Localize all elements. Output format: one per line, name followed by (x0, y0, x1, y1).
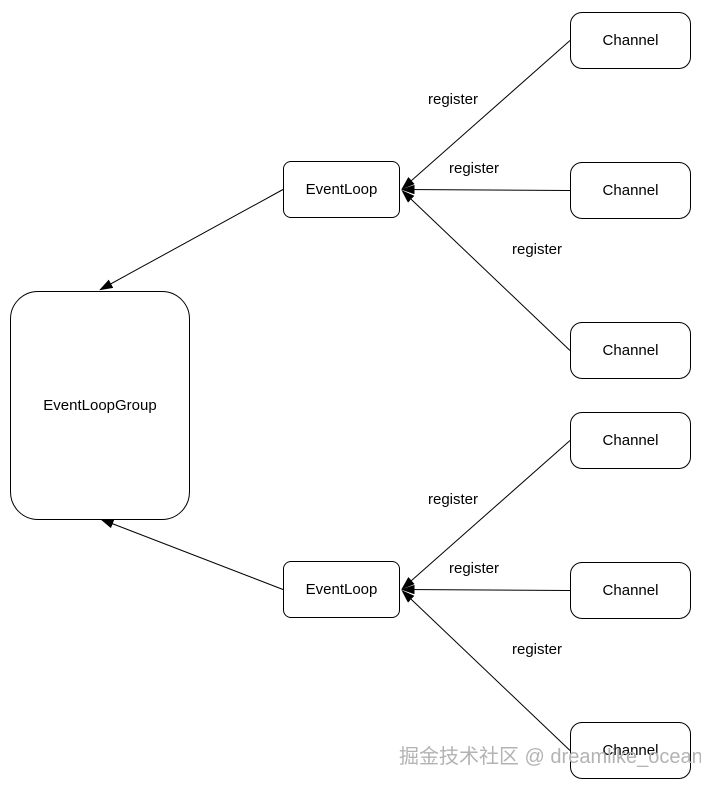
node-channel-4-label: Channel (602, 431, 659, 449)
edge-label-register-1: register (427, 91, 480, 108)
edge-register-channel1-eventloop1 (403, 40, 571, 189)
edge-register-channel5-eventloop2 (403, 590, 571, 591)
node-channel-3: Channel (570, 322, 691, 379)
node-channel-6: Channel (570, 722, 691, 779)
node-channel-2-label: Channel (602, 181, 659, 199)
node-channel-6-label: Channel (602, 741, 659, 759)
node-eventloop-2: EventLoop (283, 561, 400, 618)
edge-label-register-2: register (448, 160, 501, 177)
node-eventloopgroup-label: EventLoopGroup (43, 396, 157, 414)
node-channel-2: Channel (570, 162, 691, 219)
edge-eventloop1-to-group (101, 189, 284, 290)
node-channel-5-label: Channel (602, 581, 659, 599)
node-channel-1-label: Channel (602, 31, 659, 49)
edge-register-channel2-eventloop1 (403, 190, 571, 191)
node-channel-3-label: Channel (602, 341, 659, 359)
node-eventloop-1-label: EventLoop (305, 180, 378, 198)
node-channel-1: Channel (570, 12, 691, 69)
node-channel-4: Channel (570, 412, 691, 469)
edge-label-register-5: register (448, 560, 501, 577)
edge-register-channel6-eventloop2 (403, 591, 571, 751)
node-channel-5: Channel (570, 562, 691, 619)
node-eventloop-2-label: EventLoop (305, 580, 378, 598)
node-eventloop-1: EventLoop (283, 161, 400, 218)
edge-label-register-4: register (427, 491, 480, 508)
edge-eventloop2-to-group (102, 520, 284, 590)
edge-label-register-6: register (511, 641, 564, 658)
edge-register-channel3-eventloop1 (403, 191, 571, 351)
node-eventloopgroup: EventLoopGroup (10, 291, 190, 520)
edge-label-register-3: register (511, 241, 564, 258)
edge-register-channel4-eventloop2 (403, 440, 571, 589)
